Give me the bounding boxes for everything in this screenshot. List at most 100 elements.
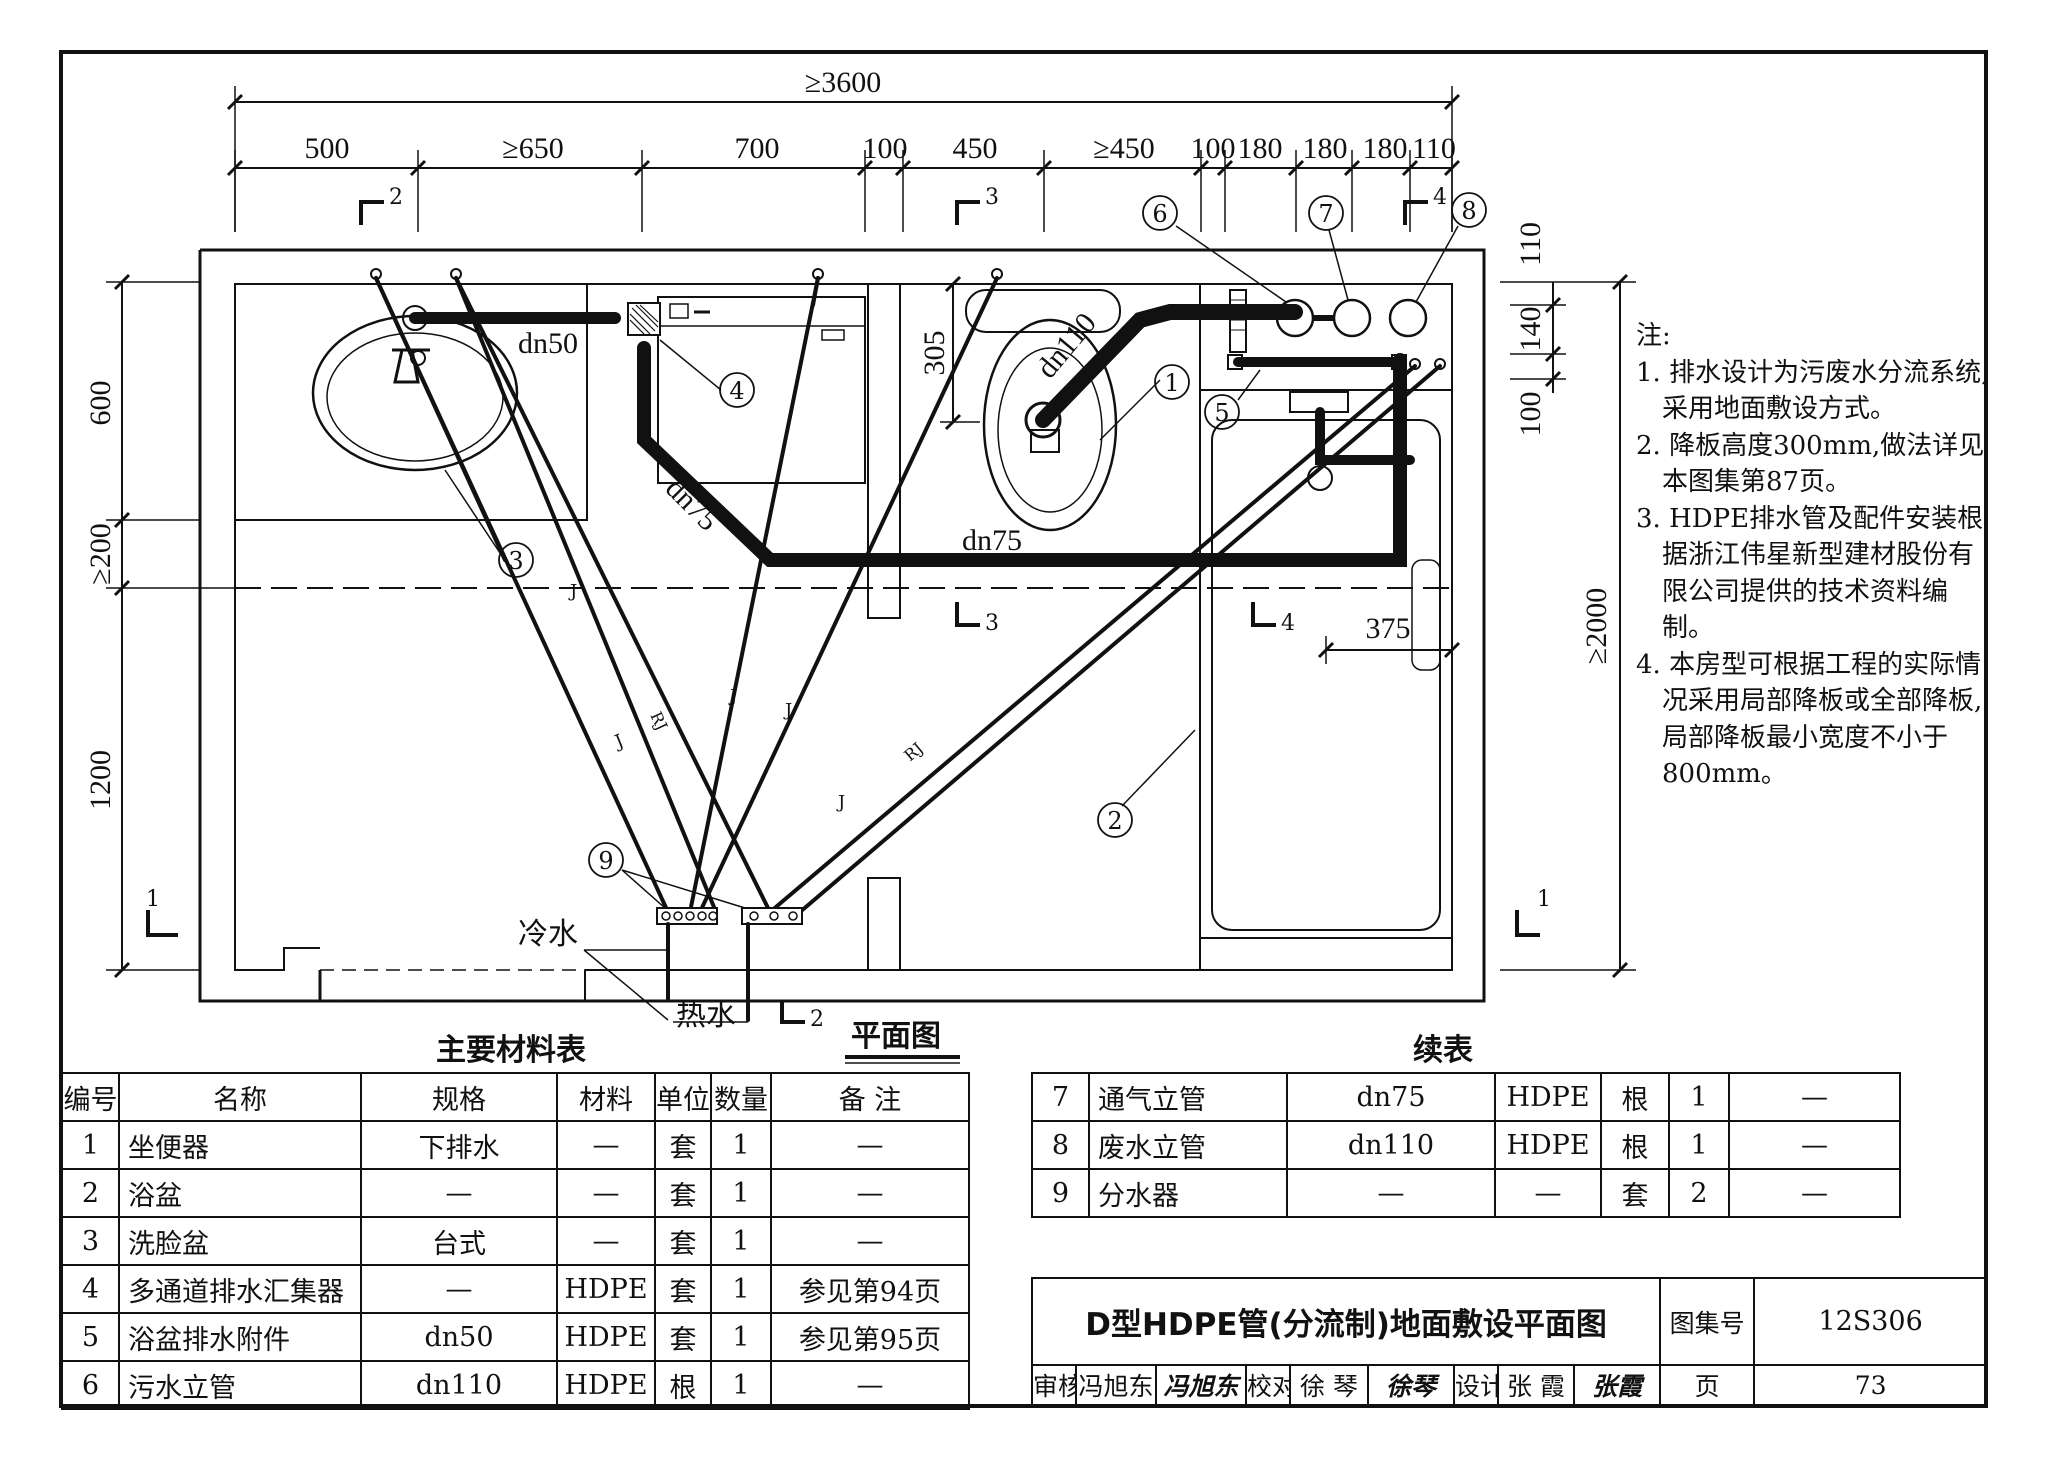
table-cell: 根: [1600, 1120, 1670, 1170]
supply-label-5: J: [783, 700, 792, 721]
table-cell: 污水立管: [118, 1360, 362, 1410]
dim-left-1200: 1200: [84, 750, 117, 810]
table-cell: —: [1728, 1072, 1901, 1122]
dim-left-600: 600: [84, 381, 117, 426]
dim-tick: [409, 159, 427, 177]
check-name: 徐 琴: [1289, 1364, 1369, 1406]
callout-7: 7: [1318, 200, 1333, 228]
table-cell: 2: [1668, 1168, 1730, 1218]
dim-tick: [1192, 159, 1210, 177]
right-dimensions: ≥2000 110 140 100: [1500, 222, 1636, 979]
table-cell: HDPE: [1494, 1120, 1602, 1170]
table-cell: —: [1728, 1168, 1901, 1218]
table-cell: 7: [1031, 1072, 1090, 1122]
design-name: 张 霞: [1497, 1364, 1575, 1406]
review-label: 审核: [1031, 1364, 1077, 1406]
table-cell: dn110: [360, 1360, 558, 1410]
table-cell: —: [556, 1120, 656, 1170]
table-cell: 1: [1668, 1120, 1730, 1170]
table-cell: 套: [654, 1120, 712, 1170]
table-cell: 1: [710, 1168, 772, 1218]
dim-seg-10: 180: [1363, 132, 1408, 165]
note-2: 2. 降板高度300mm,做法详见本图集第87页。: [1636, 430, 1985, 498]
section-mark-3-mid: 3: [985, 611, 999, 636]
table-cell: —: [770, 1360, 970, 1410]
supply-label-6: J: [836, 792, 845, 813]
section-mark-3-top: 3: [985, 185, 999, 210]
vent-stack: [1332, 298, 1372, 338]
dim-seg-1: 500: [305, 132, 350, 165]
dim-seg-3: 700: [735, 132, 780, 165]
pipe-label-dn75-diag: dn75: [659, 472, 725, 538]
plan-title: 平面图: [851, 1019, 941, 1054]
table-cell: 4: [61, 1264, 120, 1314]
table-cell: 通气立管: [1088, 1072, 1288, 1122]
table-cell: 浴盆排水附件: [118, 1312, 362, 1362]
pipe-label-dn75-main: dn75: [962, 524, 1022, 557]
table-cell: 1: [710, 1216, 772, 1266]
table-cell: 浴盆: [118, 1168, 362, 1218]
table-cell: 台式: [360, 1216, 558, 1266]
dim-seg-9: 180: [1303, 132, 1348, 165]
check-label: 校对: [1245, 1364, 1291, 1406]
dim-tick: [1216, 159, 1234, 177]
notes-block: 注: 1. 排水设计为污废水分流系统,采用地面敷设方式。 2. 降板高度300m…: [1636, 318, 1996, 793]
note-4: 4. 本房型可根据工程的实际情况采用局部降板或全部降板,局部降板最小宽度不小于8…: [1636, 649, 1983, 790]
table-cell: dn75: [1286, 1072, 1496, 1122]
section-mark-4-top: 4: [1433, 185, 1447, 210]
header-cell: 规格: [360, 1072, 558, 1122]
note-3: 3. HDPE排水管及配件安装根据浙江伟星新型建材股份有限公司提供的技术资料编制…: [1636, 503, 1984, 644]
check-signature: 徐琴: [1367, 1364, 1455, 1406]
design-label: 设计: [1453, 1364, 1499, 1406]
dim-seg-7: 100: [1191, 132, 1236, 165]
table-cell: —: [556, 1168, 656, 1218]
title-block: D型HDPE管(分流制)地面敷设平面图 图集号 12S306 审核 冯旭东 冯旭…: [1030, 1277, 1989, 1406]
callout-4: 4: [729, 377, 744, 405]
table-cell: 3: [61, 1216, 120, 1266]
table-cell: 1: [710, 1360, 772, 1410]
dim-tick: [1287, 159, 1305, 177]
dim-seg-8: 180: [1238, 132, 1283, 165]
dim-tick: [633, 159, 651, 177]
callout-5: 5: [1214, 399, 1229, 427]
table-cell: 2: [61, 1168, 120, 1218]
callout-1: 1: [1164, 369, 1179, 397]
table-cell: 下排水: [360, 1120, 558, 1170]
table-cell: 1: [710, 1312, 772, 1362]
dim-tick: [1443, 159, 1461, 177]
dim-tick: [1401, 159, 1419, 177]
section-mark-1-right: 1: [1537, 887, 1551, 912]
table-cell: HDPE: [556, 1360, 656, 1410]
page-label: 页: [1659, 1364, 1756, 1406]
table-cell: 多通道排水汇集器: [118, 1264, 362, 1314]
table-cell: 8: [1031, 1120, 1090, 1170]
note-1: 1. 排水设计为污废水分流系统,采用地面敷设方式。: [1636, 357, 1990, 425]
table-cell: 1: [1668, 1072, 1730, 1122]
table-cell: 废水立管: [1088, 1120, 1288, 1170]
page-number: 73: [1753, 1364, 1989, 1406]
callout-2: 2: [1107, 807, 1122, 835]
table-cell: —: [1494, 1168, 1602, 1218]
dim-305: 305: [918, 331, 951, 376]
table-cell: —: [770, 1120, 970, 1170]
header-cell: 数量: [710, 1072, 772, 1122]
review-signature: 冯旭东: [1155, 1364, 1247, 1406]
dim-seg-2: ≥650: [502, 132, 563, 165]
callout-9: 9: [598, 847, 613, 875]
callouts: 1 2 3 4 5 6 7 8 9: [444, 192, 1487, 909]
table-cell: 套: [654, 1312, 712, 1362]
header-cell: 单位: [654, 1072, 712, 1122]
dim-tick: [856, 159, 874, 177]
table-cell: dn50: [360, 1312, 558, 1362]
table-cell: 套: [654, 1264, 712, 1314]
table-cell: —: [360, 1264, 558, 1314]
section-mark-4-mid: 4: [1281, 611, 1295, 636]
table-cell: 9: [1031, 1168, 1090, 1218]
